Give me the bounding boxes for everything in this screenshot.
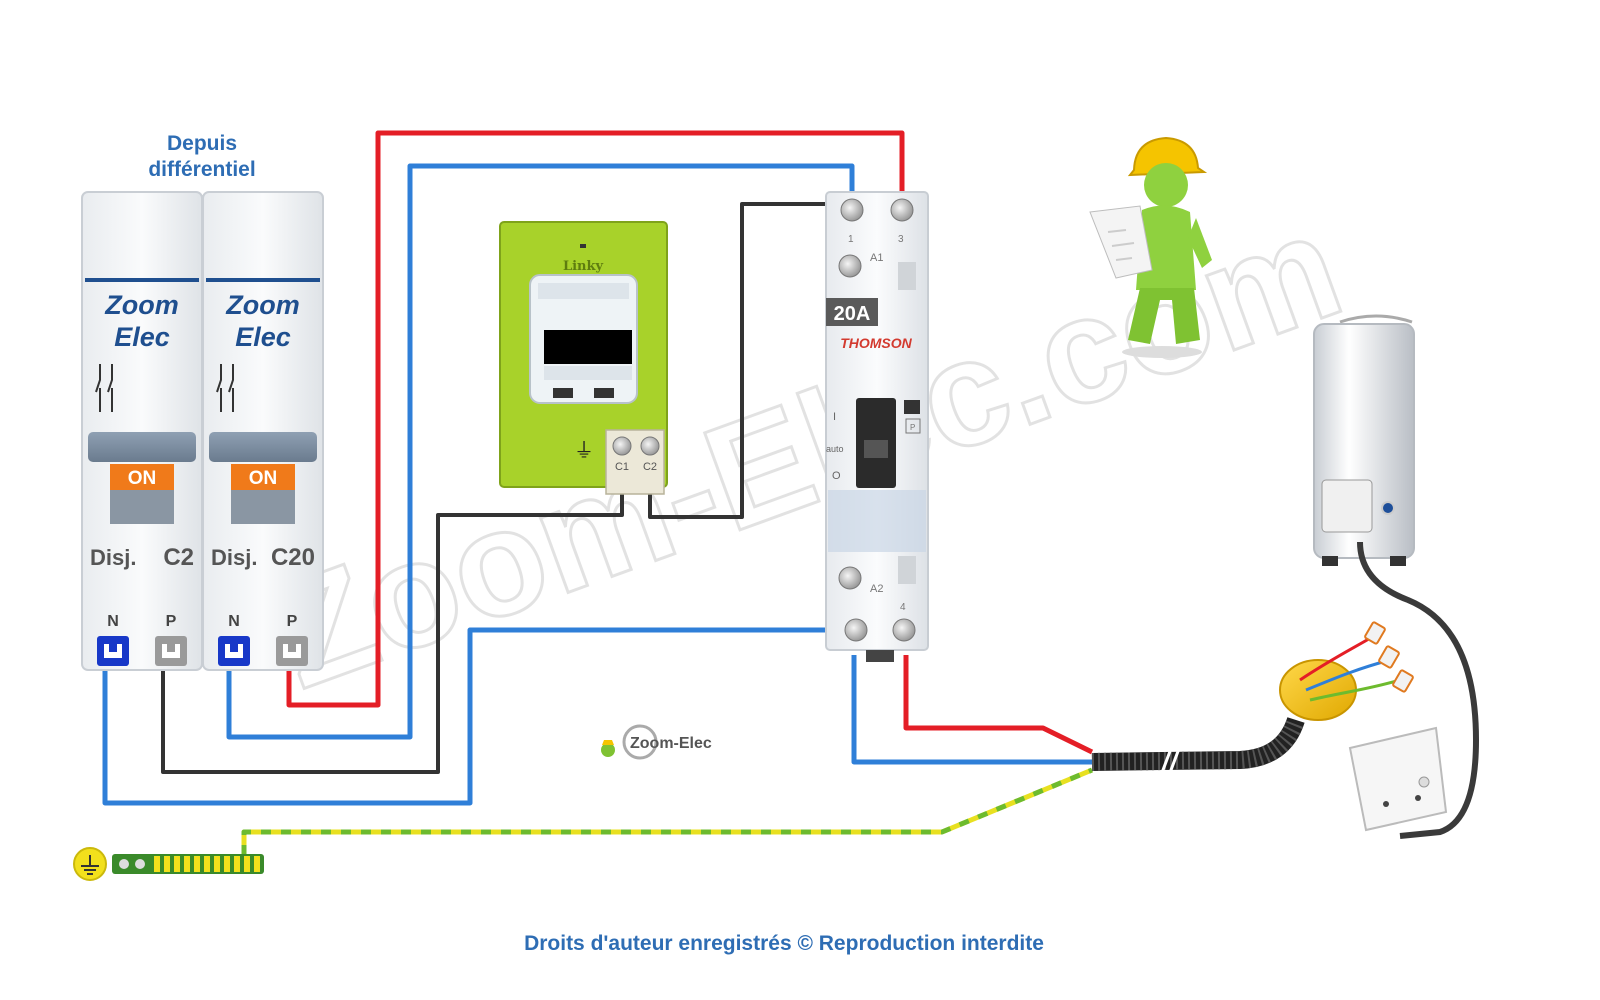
contactor-term-1-label: 1 xyxy=(848,234,854,245)
phase-wire-out xyxy=(903,655,1094,755)
breaker-on-label: ON xyxy=(249,468,278,489)
terminal-p[interactable] xyxy=(155,636,187,666)
heater-cable xyxy=(1357,541,1480,839)
breaker-toggle[interactable]: ON xyxy=(110,464,174,524)
linky-meter: Linky ⏚ C1 C2 xyxy=(499,221,668,495)
heater-indicator-icon xyxy=(1381,501,1395,515)
contactor-rating: 20A xyxy=(834,303,871,325)
breaker-handle-guard xyxy=(88,432,196,462)
zoom-elec-logo: Zoom-Elec xyxy=(601,724,712,760)
earth-bar xyxy=(73,847,264,881)
neutral-wire-out xyxy=(851,655,1092,765)
contactor-window xyxy=(828,490,926,552)
breaker-rating: C2 xyxy=(163,544,194,571)
breaker-on-label: ON xyxy=(128,468,157,489)
contactor-term-a1-label: A1 xyxy=(870,252,883,264)
earth-wire-stripe xyxy=(241,767,1093,855)
terminal-c1-screw[interactable] xyxy=(612,436,632,456)
copyright-footer: Droits d'auteur enregistrés © Reproducti… xyxy=(524,932,1044,955)
mode-auto-label: auto xyxy=(826,444,844,454)
meter-display xyxy=(544,330,632,364)
contactor-terminal-2[interactable] xyxy=(844,618,868,642)
meter-terminal-block: C1 C2 xyxy=(605,429,665,495)
thomson-contactor: 1 3 A1 20A THOMSON I auto O P A2 4 xyxy=(825,191,929,662)
breaker-brand-line1: Zoom xyxy=(104,290,179,320)
terminal-c2-screw[interactable] xyxy=(640,436,660,456)
contactor-brand: THOMSON xyxy=(840,335,912,351)
wire-connector xyxy=(1378,645,1400,669)
wire-connector xyxy=(1392,669,1414,693)
contactor-term-4-label: 4 xyxy=(900,602,906,613)
contactor-terminal-a2[interactable] xyxy=(838,566,862,590)
worker-figure xyxy=(1089,136,1212,358)
breaker-brand-line1: Zoom xyxy=(225,290,300,320)
breaker-toggle[interactable]: ON xyxy=(231,464,295,524)
heater-control-box xyxy=(1321,479,1373,533)
contactor-terminal-4[interactable] xyxy=(892,618,916,642)
hard-hat-icon xyxy=(1127,136,1208,177)
breaker-type-label: Disj. xyxy=(211,545,257,570)
phase-wire-feed xyxy=(286,130,905,708)
contactor-rating-badge xyxy=(826,298,878,326)
breaker-c2[interactable]: Zoom Elec ON Disj. C2 N P xyxy=(81,191,203,671)
source-label: Depuis différentiel xyxy=(148,132,255,181)
conduit-break-icon xyxy=(1158,745,1182,779)
control-wire-meter-to-a1 xyxy=(648,202,845,519)
breaker-symbol-icon xyxy=(95,364,113,412)
junction-box xyxy=(1279,621,1414,721)
fuse-icon: ⏚ xyxy=(574,438,594,462)
watermark-text: Zoom-Elec.com xyxy=(253,180,1360,720)
meter-brand: Linky xyxy=(563,259,604,274)
terminal-n-label: N xyxy=(107,613,119,630)
flexible-conduit xyxy=(1091,716,1305,771)
mode-on-label: I xyxy=(833,411,836,423)
terminal-p-label: P xyxy=(287,613,298,630)
mode-off-label: O xyxy=(832,470,841,482)
earth-wire xyxy=(241,767,1093,855)
breaker-brand-line2: Elec xyxy=(114,322,170,352)
terminal-c2-label: C2 xyxy=(643,461,657,473)
terminal-n[interactable] xyxy=(218,636,250,666)
terminal-n[interactable] xyxy=(97,636,129,666)
terminal-n-label: N xyxy=(228,613,240,630)
neutral-wire-feed xyxy=(226,163,855,740)
breaker-brand-line2: Elec xyxy=(235,322,291,352)
logo-text: Zoom-Elec xyxy=(630,735,712,752)
cable-outlet-plate[interactable] xyxy=(1348,726,1448,832)
contactor-terminal-3[interactable] xyxy=(890,198,914,222)
breaker-type-label: Disj. xyxy=(90,545,136,570)
contactor-term-3-label: 3 xyxy=(898,234,904,245)
wire-connector xyxy=(1364,621,1386,645)
contactor-mode-switch[interactable] xyxy=(856,398,896,488)
breaker-rating: C20 xyxy=(271,544,315,571)
terminal-p[interactable] xyxy=(276,636,308,666)
mode-p-label: P xyxy=(910,423,915,432)
terminal-p-label: P xyxy=(166,613,177,630)
breaker-symbol-icon xyxy=(216,364,234,412)
control-wire-c2-to-meter xyxy=(161,470,624,774)
contactor-term-a2-label: A2 xyxy=(870,583,883,595)
breaker-handle-guard xyxy=(209,432,317,462)
contactor-terminal-a1[interactable] xyxy=(838,254,862,278)
wires xyxy=(102,130,1094,855)
blueprint-icon xyxy=(1089,205,1153,279)
source-label-line1: Depuis xyxy=(167,132,237,155)
contactor-terminal-1[interactable] xyxy=(840,198,864,222)
breaker-c20[interactable]: Zoom Elec ON Disj. C20 N P xyxy=(202,191,324,671)
source-label-line2: différentiel xyxy=(148,158,255,181)
terminal-c1-label: C1 xyxy=(615,461,629,473)
water-heater xyxy=(1313,314,1415,566)
